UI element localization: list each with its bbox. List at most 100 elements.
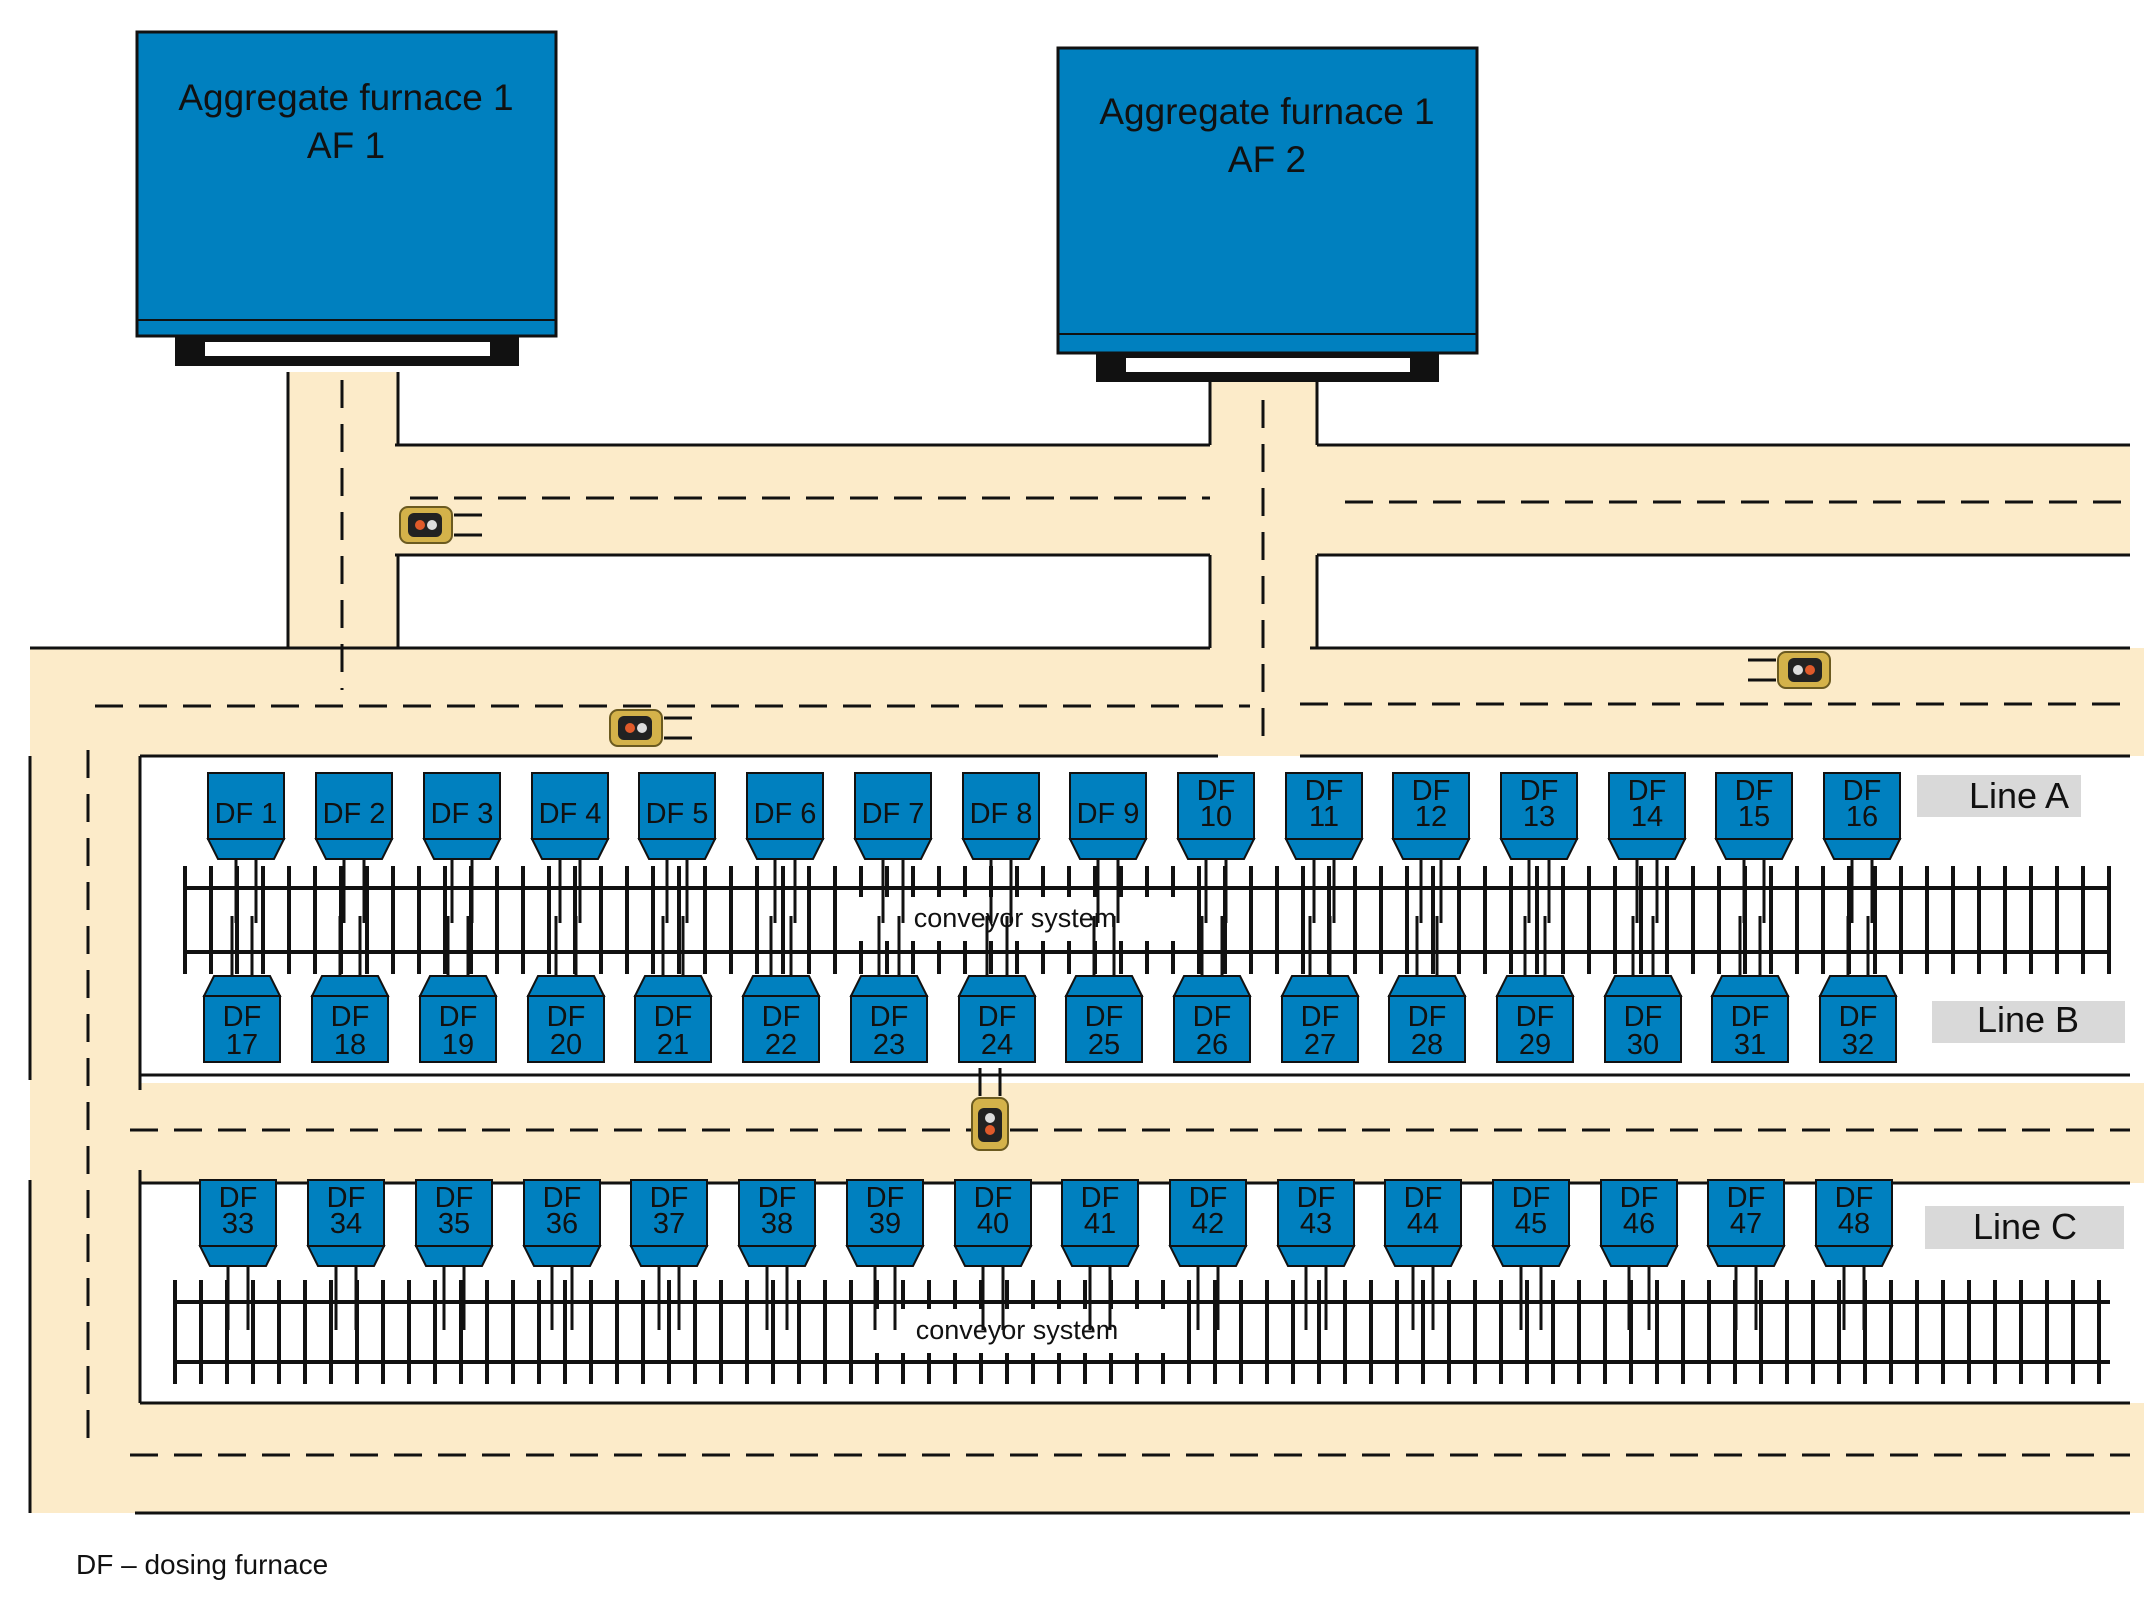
df-spout [1499, 838, 1579, 860]
df-label: 23 [873, 1029, 905, 1061]
df-spout [198, 1245, 278, 1267]
df-label: DF [435, 1182, 474, 1214]
df-label: DF [1735, 775, 1774, 807]
conveyor-label: conveyor system [916, 1315, 1119, 1345]
forklift-icon [399, 506, 482, 544]
df-label: DF [1197, 775, 1236, 807]
conveyor-line-c: conveyor system [173, 1280, 2110, 1384]
df-spout [637, 838, 717, 860]
df-label: 30 [1627, 1029, 1659, 1061]
af-2-name: Aggregate furnace 1 [1099, 91, 1434, 132]
df-label: 24 [981, 1029, 1013, 1061]
df-spout [1491, 1245, 1571, 1267]
df-spout [745, 838, 825, 860]
df-label: DF [1520, 775, 1559, 807]
df-body [523, 1179, 601, 1247]
df-label: 15 [1738, 801, 1770, 833]
transport-roads [28, 372, 2144, 1515]
df-label: 44 [1407, 1208, 1439, 1240]
df-body [1061, 1179, 1139, 1247]
df-spout [1068, 838, 1148, 860]
conveyor-systems: conveyor system conveyor system [173, 866, 2111, 1384]
df-label: DF [1404, 1182, 1443, 1214]
df-label: DF [1085, 1001, 1124, 1033]
df-body [315, 772, 393, 840]
df-spout [530, 838, 610, 860]
df-spout [845, 1245, 925, 1267]
df-body [1069, 772, 1147, 840]
df-label: DF 8 [970, 798, 1033, 830]
df-label: DF [1512, 1182, 1551, 1214]
df-spout [314, 838, 394, 860]
df-label: 31 [1734, 1029, 1766, 1061]
df-body [203, 995, 281, 1063]
df-label: 34 [330, 1208, 362, 1240]
line-labels: Line A Line B Line C [1917, 775, 2125, 1249]
df-spout [422, 838, 502, 860]
line-a-label: Line A [1969, 775, 2069, 816]
df-spout [1814, 1245, 1894, 1267]
df-body [1823, 772, 1901, 840]
df-label: 19 [442, 1029, 474, 1061]
aggregate-furnace-2: Aggregate furnace 1 AF 2 [1056, 46, 1479, 382]
df-label: 22 [765, 1029, 797, 1061]
df-spout [1172, 975, 1252, 997]
road-segment [30, 648, 140, 1513]
df-body [419, 995, 497, 1063]
df-spout [633, 975, 713, 997]
df-label: DF [978, 1001, 1017, 1033]
df-label: 20 [550, 1029, 582, 1061]
line-b-label: Line B [1977, 999, 2079, 1040]
df-label: DF [219, 1182, 258, 1214]
dosing-furnace-line-a: DF 2 [314, 772, 394, 923]
df-spout [206, 838, 286, 860]
df-spout [1176, 838, 1256, 860]
df-label: 33 [222, 1208, 254, 1240]
df-label: 26 [1196, 1029, 1228, 1061]
df-label: 47 [1730, 1208, 1762, 1240]
df-label: DF 6 [754, 798, 817, 830]
df-body [954, 1179, 1032, 1247]
forklift-light [415, 520, 425, 530]
df-spout [1710, 975, 1790, 997]
df-label: DF [1412, 775, 1451, 807]
df-label: 39 [869, 1208, 901, 1240]
df-label: DF [758, 1182, 797, 1214]
df-body [527, 995, 605, 1063]
conveyor-label-bg [857, 1309, 1177, 1353]
df-label: 17 [226, 1029, 258, 1061]
df-spout [306, 1245, 386, 1267]
df-label: 36 [546, 1208, 578, 1240]
df-spout [1383, 1245, 1463, 1267]
df-label: 38 [761, 1208, 793, 1240]
conveyor-line-ab: conveyor system [183, 866, 2111, 974]
df-body [634, 995, 712, 1063]
df-spout [1168, 1245, 1248, 1267]
df-body [1715, 772, 1793, 840]
df-spout [1495, 975, 1575, 997]
df-spout [310, 975, 390, 997]
df-label: DF [974, 1182, 1013, 1214]
df-spout [1280, 975, 1360, 997]
df-label: DF 9 [1077, 798, 1140, 830]
line-b-label-box [1932, 1001, 2125, 1043]
df-label: DF [1301, 1001, 1340, 1033]
road-segment [130, 1083, 2144, 1183]
forklift-icon [609, 709, 692, 747]
